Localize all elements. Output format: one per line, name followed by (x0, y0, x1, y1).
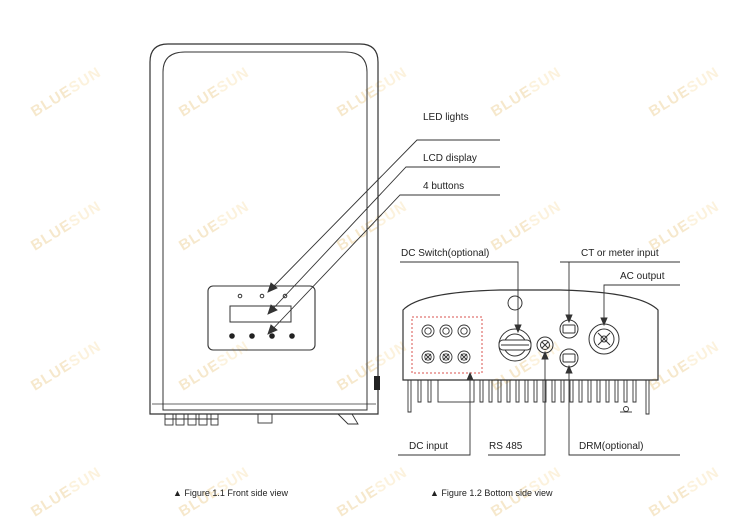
drm-port (559, 348, 579, 368)
ac-output-port (588, 323, 620, 355)
label-lcd-display: LCD display (423, 153, 477, 164)
dc-input-box (411, 316, 483, 374)
caption-figure-1-1: ▲ Figure 1.1 Front side view (173, 488, 288, 498)
dc-switch (498, 328, 532, 362)
label-rs485: RS 485 (489, 441, 523, 452)
front-view-inverter (149, 43, 380, 426)
heat-sink-fins (407, 379, 650, 415)
label-ct-meter-input: CT or meter input (581, 248, 659, 259)
front-bottom-connectors (164, 413, 359, 426)
label-4-buttons: 4 buttons (423, 181, 465, 192)
label-led-lights: LED lights (423, 112, 469, 123)
dc-input-connectors (421, 324, 471, 364)
label-drm: DRM(optional) (579, 441, 644, 452)
bottom-view-inverter (402, 289, 659, 415)
label-dc-switch: DC Switch(optional) (401, 248, 490, 259)
label-dc-input: DC input (409, 441, 448, 452)
caption-figure-1-2: ▲ Figure 1.2 Bottom side view (430, 488, 553, 498)
display-panel (207, 285, 316, 351)
bottom-leader-lines (398, 261, 680, 456)
front-leader-lines (267, 139, 500, 335)
label-ac-output: AC output (620, 271, 665, 282)
rs485-port (536, 336, 554, 354)
